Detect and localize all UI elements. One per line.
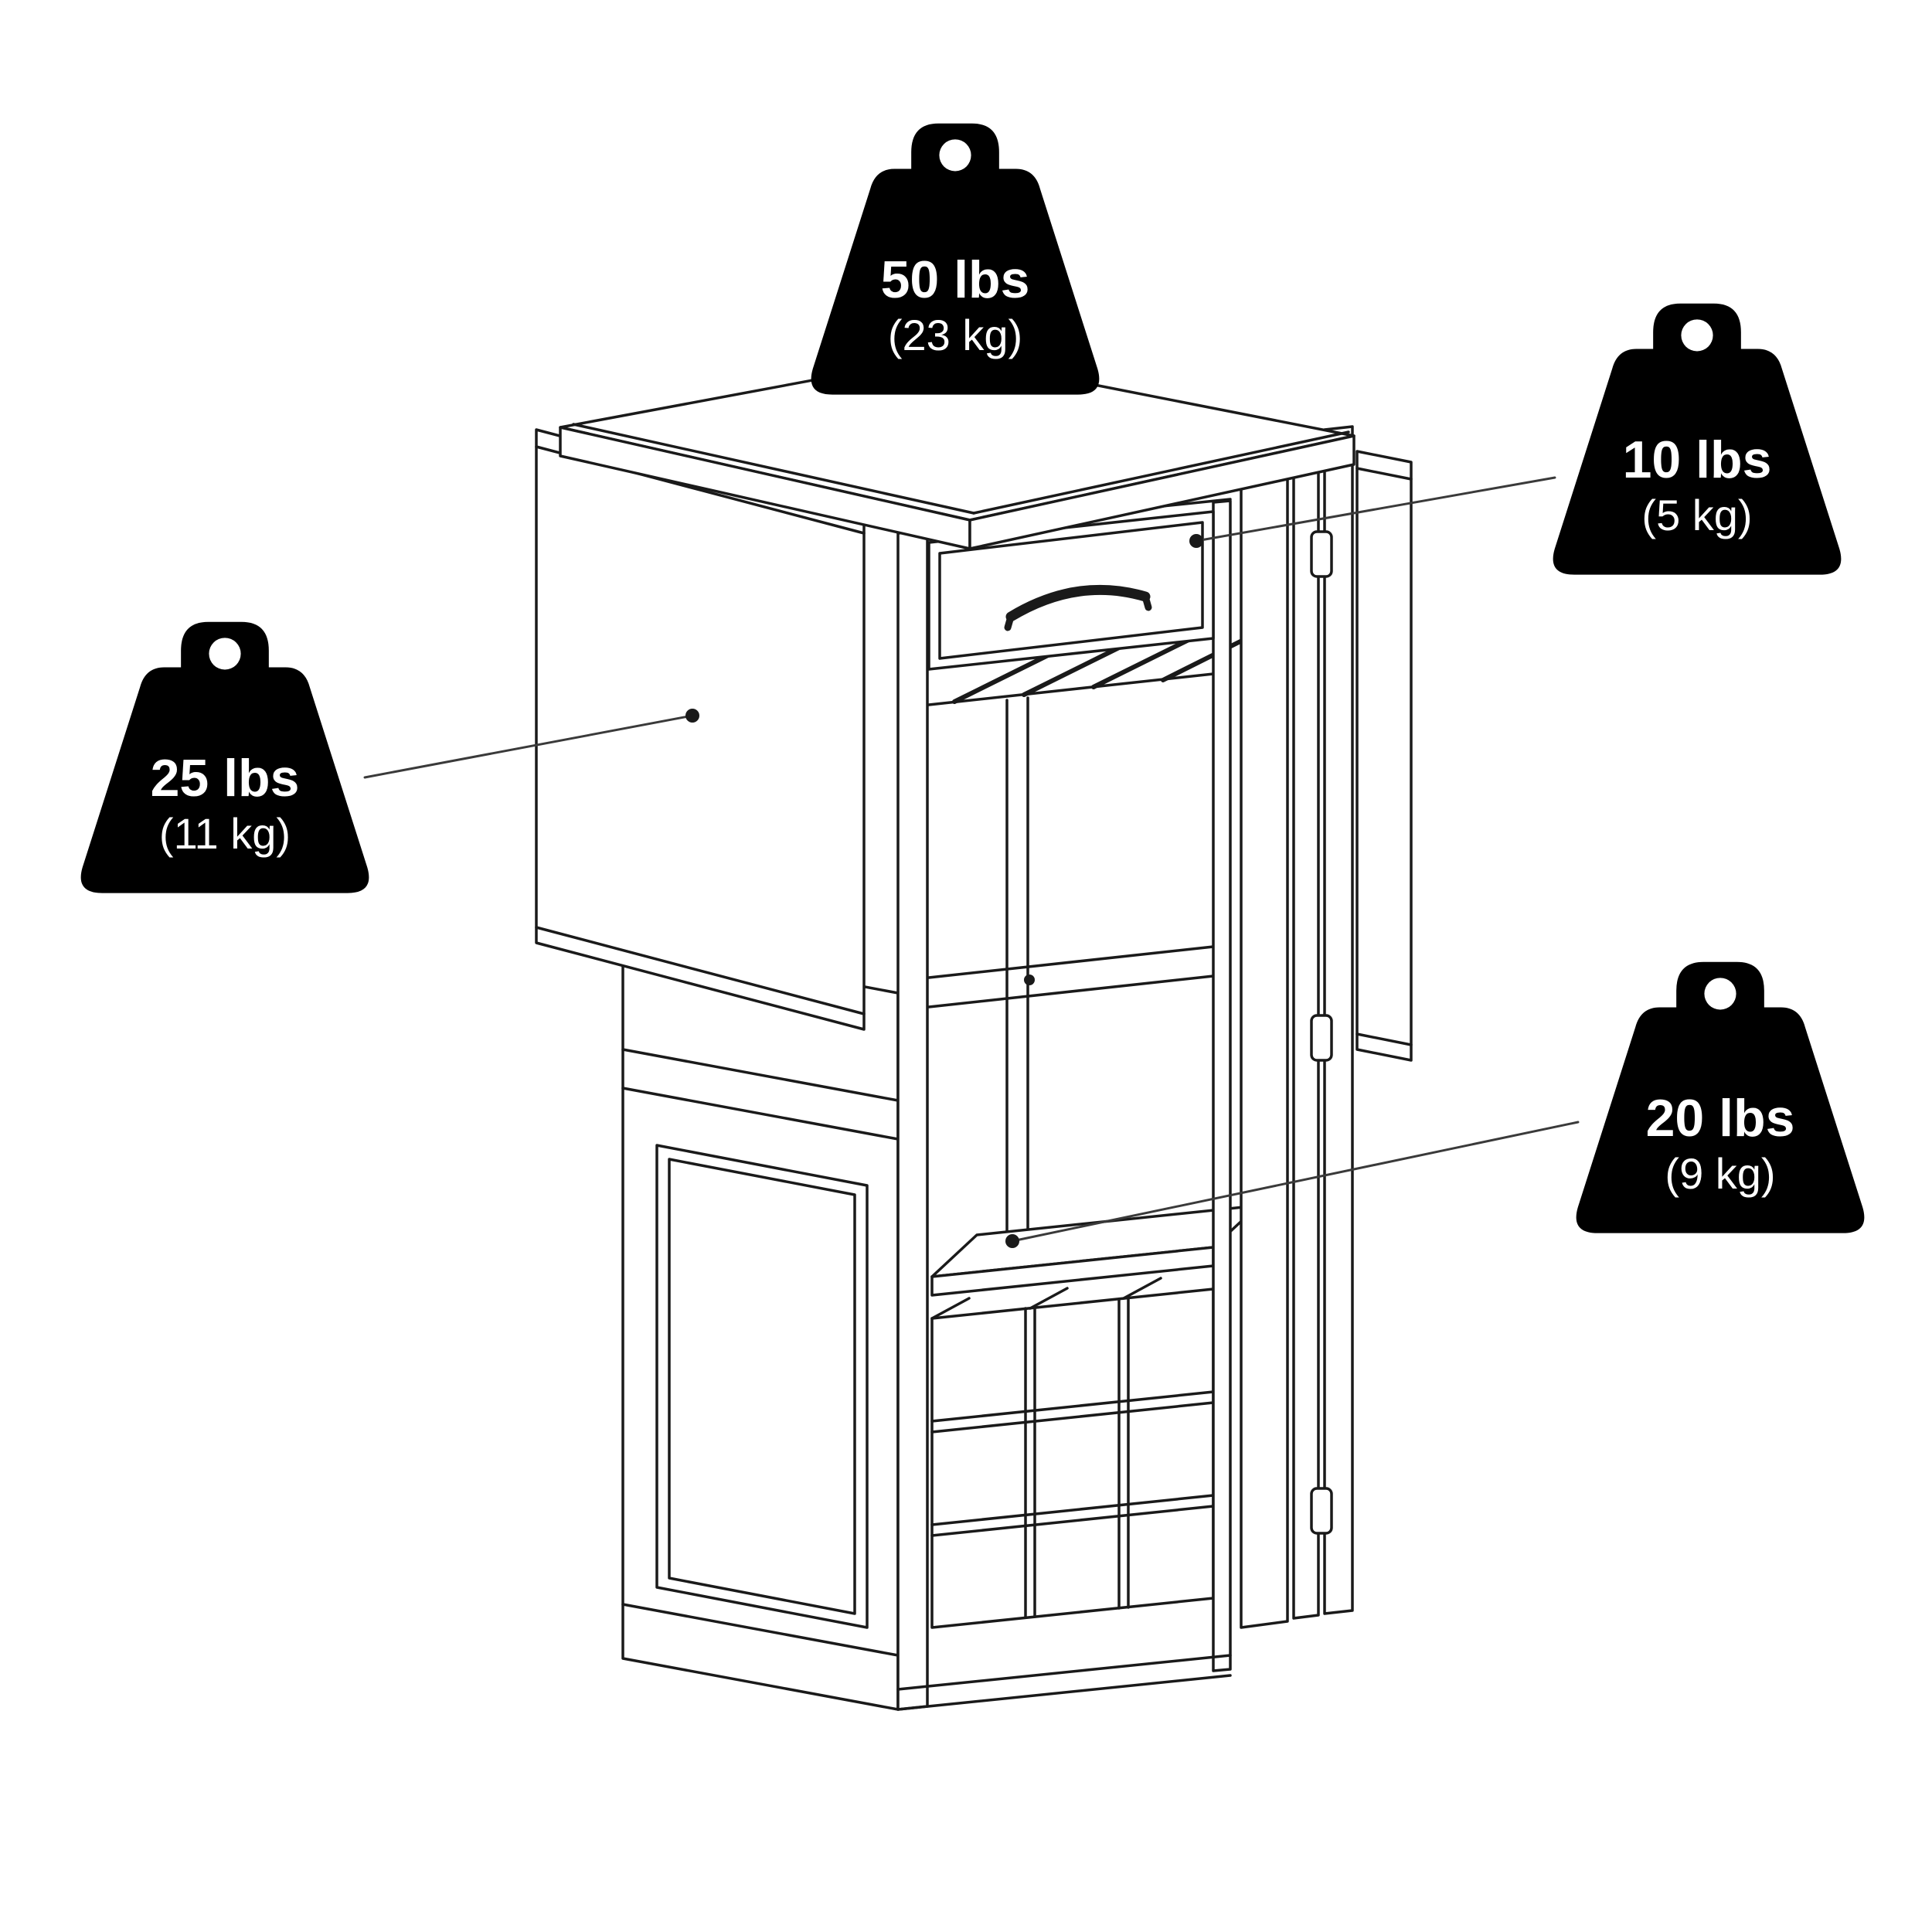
cabinet-line-art — [363, 354, 1580, 1711]
leader-line-leaf — [363, 714, 694, 779]
leader-lines — [363, 476, 1580, 1243]
anchor-dot-leaf — [685, 709, 699, 723]
weight-icon — [80, 621, 369, 893]
weight-capacity-drawer: 10 lbs (5 kg) — [1546, 300, 1849, 592]
anchor-dot-drawer — [1189, 534, 1203, 548]
middle-shelf — [930, 1204, 1260, 1297]
stemware-rack — [927, 631, 1258, 706]
weight-capacity-tabletop: 50 lbs (23 kg) — [804, 120, 1107, 412]
hinge-icon — [1310, 530, 1333, 1535]
weight-icon — [1553, 303, 1842, 575]
anchor-dot-shelf — [1005, 1234, 1019, 1248]
weight-icon — [811, 123, 1100, 395]
cabinet-door — [1240, 425, 1354, 1629]
drop-leaf-right — [1355, 450, 1413, 1062]
weight-capacity-shelf: 20 lbs (9 kg) — [1569, 958, 1872, 1250]
wine-cubbies — [930, 1277, 1215, 1629]
tabletop — [559, 354, 1355, 550]
leader-line-shelf — [1011, 1121, 1580, 1243]
weight-icon — [1576, 961, 1865, 1233]
leader-line-drawer — [1195, 476, 1556, 543]
drawer — [927, 510, 1215, 671]
side-panel-left — [621, 940, 900, 1711]
back-panel — [927, 696, 1215, 1246]
drop-leaf-left — [535, 428, 866, 1031]
drawer-handle — [1005, 584, 1151, 622]
weight-capacity-drop-leaf: 25 lbs (11 kg) — [73, 618, 376, 910]
anchor-dots — [685, 534, 1203, 1248]
keyhole-icon — [1024, 975, 1035, 985]
